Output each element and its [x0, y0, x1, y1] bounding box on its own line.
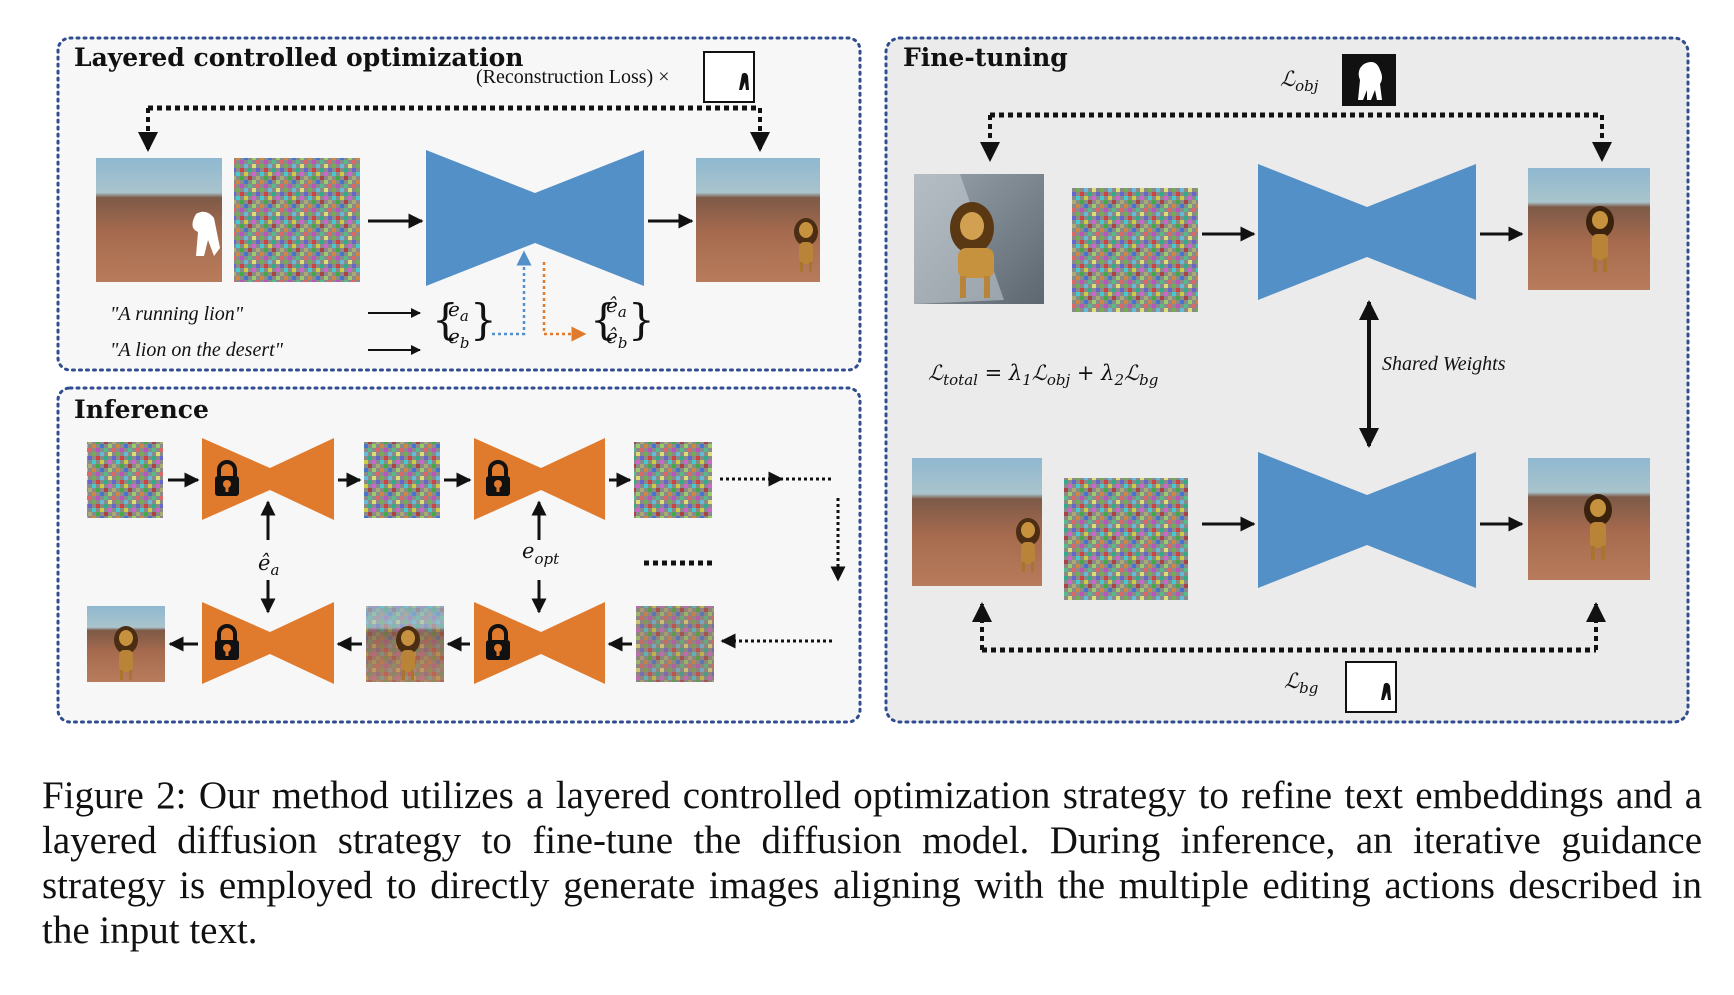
unet-orange-icon — [474, 602, 605, 684]
condition-eopt: eopt — [522, 539, 560, 568]
object-mask-thumbnail — [1342, 54, 1396, 106]
prompt-b-text: "A lion on the desert" — [110, 339, 284, 361]
prompt-a-text: "A running lion" — [110, 303, 244, 325]
panel-title: Inference — [74, 395, 209, 424]
brace-right: } — [470, 295, 497, 344]
unet-blue-icon — [426, 150, 644, 286]
figure-caption: Figure 2: Our method utilizes a layered … — [42, 774, 1702, 952]
unet-orange-icon — [202, 602, 334, 684]
background-mask-thumbnail — [1345, 661, 1397, 713]
total-loss-formula: ℒtotal = λ1ℒobj + λ2ℒbg — [928, 361, 1158, 389]
result-lion-image — [87, 606, 165, 682]
brace-left: { — [432, 295, 459, 344]
mask-thumbnail — [703, 51, 755, 103]
masked-input-image — [96, 158, 222, 282]
output-lion-image — [696, 158, 820, 282]
input-lion-image — [912, 458, 1042, 586]
panel-title: Fine-tuning — [903, 43, 1068, 72]
condition-ea: êa — [258, 551, 279, 579]
shared-weights-label: Shared Weights — [1382, 353, 1506, 375]
unet-blue-icon — [1258, 164, 1476, 300]
brace-right: } — [628, 295, 655, 344]
orange-dotted-arrow — [542, 262, 587, 342]
noisy-image — [636, 606, 714, 682]
brace-left: { — [590, 295, 617, 344]
reconstruction-loss-label: (Reconstruction Loss) × — [476, 66, 669, 88]
noise-image — [234, 158, 360, 282]
noise-image — [1072, 188, 1198, 312]
panel-title: Layered controlled optimization — [74, 43, 523, 72]
unet-blue-icon — [1258, 452, 1476, 588]
panel-border — [56, 386, 862, 724]
unet-orange-icon — [474, 438, 605, 520]
loss-bg-label: ℒbg — [1284, 669, 1318, 697]
panel-inference: Inference êa eopt — [56, 386, 862, 724]
noise-image — [634, 442, 712, 518]
noise-image — [87, 442, 163, 518]
output-lion-image — [1528, 168, 1650, 290]
noise-image — [364, 442, 440, 518]
unet-orange-icon — [202, 438, 334, 520]
lion-rock-image — [914, 174, 1044, 304]
optimized-embedding-a: êa — [606, 293, 627, 321]
embedding-b: eb — [448, 324, 469, 352]
output-lion-image — [1528, 458, 1650, 580]
method-figure: Layered controlled optimization (Reconst… — [56, 36, 1690, 724]
embedding-a: ea — [448, 297, 469, 325]
panel-layered-controlled-optimization: Layered controlled optimization (Reconst… — [56, 36, 862, 372]
optimized-embedding-b: êb — [606, 324, 627, 352]
panel-fine-tuning: Fine-tuning ℒobj — [884, 36, 1690, 724]
noisy-lion-image — [366, 606, 444, 682]
blue-dotted-arrow — [492, 250, 532, 336]
noise-image — [1064, 478, 1188, 600]
loss-obj-label: ℒobj — [1280, 67, 1319, 95]
